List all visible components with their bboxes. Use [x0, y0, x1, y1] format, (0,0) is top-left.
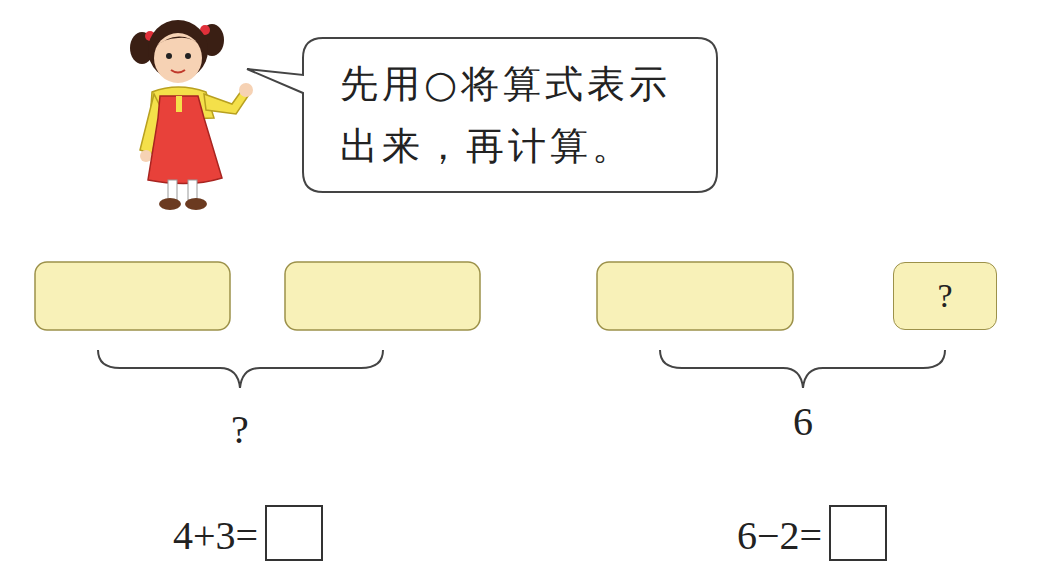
- total-number: 6: [793, 400, 813, 444]
- speech-bubble-outline: [245, 35, 720, 195]
- sum-unknown: ?: [231, 408, 249, 452]
- speech-text: 先用○将算式表示 出来，再计算。: [340, 53, 690, 177]
- answer-square: [266, 506, 322, 560]
- unknown-box: ?: [893, 262, 997, 330]
- speech-bubble: 先用○将算式表示 出来，再计算。: [245, 35, 720, 195]
- empty-box: [35, 262, 230, 330]
- answer-square: [830, 506, 886, 560]
- brace: [660, 350, 945, 388]
- empty-box: [285, 262, 480, 330]
- question-mark: ?: [937, 277, 952, 314]
- brace: [98, 350, 383, 388]
- equation: 4+3=: [173, 514, 258, 558]
- equation: 6−2=: [737, 514, 822, 558]
- girl-illustration: [130, 20, 253, 210]
- empty-box: [597, 262, 793, 330]
